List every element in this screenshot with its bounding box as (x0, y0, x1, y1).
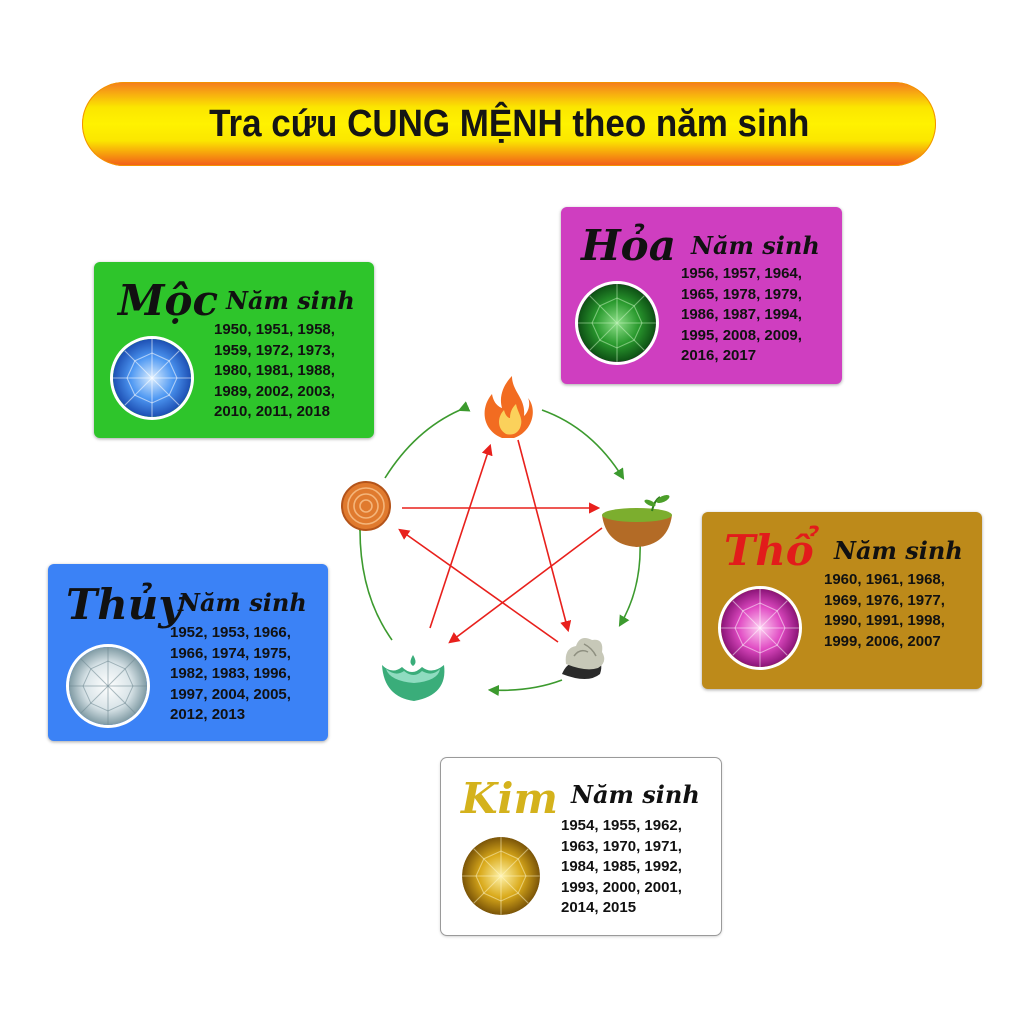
element-name-hoa: Hỏa (581, 221, 676, 270)
fire-icon (484, 376, 533, 438)
card-kim: Kim Năm sinh 1954, 1955, 1962, 1963, 197… (441, 758, 721, 935)
years-label-thuy: Năm sinh (178, 588, 307, 617)
years-list-hoa: 1956, 1957, 1964, 1965, 1978, 1979, 1986… (681, 265, 802, 364)
card-tho: Thổ Năm sinh 1960, 1961, 1968, 1969, 197… (702, 512, 982, 689)
title-banner: Tra cứu CUNG MỆNH theo năm sinh (82, 82, 936, 166)
gem-pink-icon (718, 586, 802, 670)
years-list-thuy: 1952, 1953, 1966, 1966, 1974, 1975, 1982… (170, 624, 291, 723)
five-elements-cycle (330, 370, 690, 710)
years-label-kim: Năm sinh (571, 780, 700, 809)
gem-yellow-icon (459, 834, 543, 918)
element-name-moc: Mộc (118, 276, 219, 325)
years-list-tho: 1960, 1961, 1968, 1969, 1976, 1977, 1990… (824, 571, 945, 650)
element-name-tho: Thổ (724, 526, 814, 575)
wood-icon (341, 481, 391, 531)
element-name-thuy: Thủy (66, 580, 183, 629)
gem-white-icon (66, 644, 150, 728)
metal-icon (562, 638, 605, 679)
earth-icon (602, 494, 672, 547)
overcoming-star-arrows (398, 439, 603, 644)
years-list-moc: 1950, 1951, 1958, 1959, 1972, 1973, 1980… (214, 321, 335, 420)
generating-cycle-arrows (354, 401, 641, 697)
card-moc: Mộc Năm sinh 1950, 1951, 1958, 1959, 197… (94, 262, 374, 438)
gem-green-icon (575, 281, 659, 365)
page-title: Tra cứu CUNG MỆNH theo năm sinh (208, 102, 810, 145)
element-name-kim: Kim (461, 774, 558, 823)
years-label-hoa: Năm sinh (691, 231, 820, 260)
card-hoa: Hỏa Năm sinh 1956, 1957, 1964, 1965, 197… (561, 207, 842, 384)
years-list-kim: 1954, 1955, 1962, 1963, 1970, 1971, 1984… (561, 817, 682, 916)
water-icon (382, 655, 445, 701)
card-thuy: Thủy Năm sinh 1952, 1953, 1966, 1966, 19… (48, 564, 328, 741)
years-label-moc: Năm sinh (226, 286, 355, 315)
gem-blue-icon (110, 336, 194, 420)
years-label-tho: Năm sinh (834, 536, 963, 565)
